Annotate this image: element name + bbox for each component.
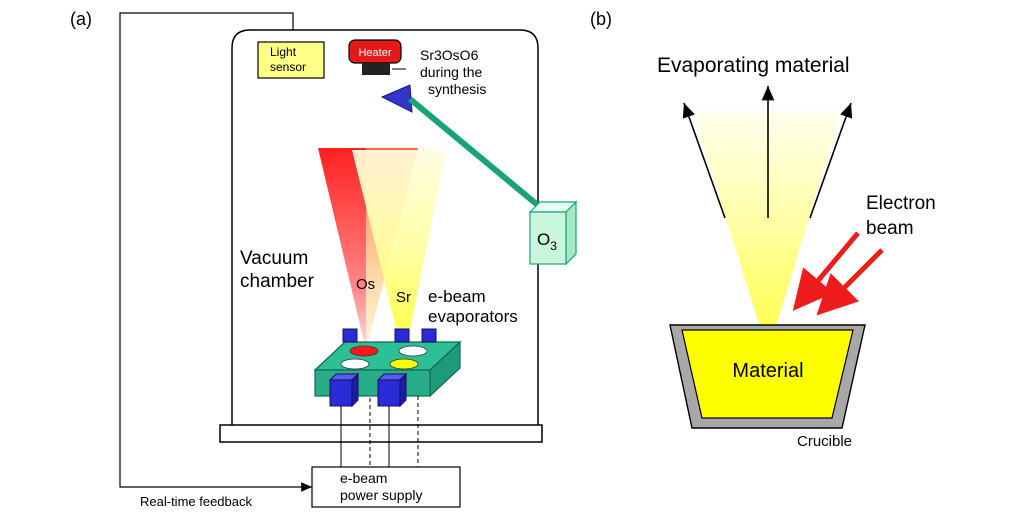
- feedback-loop-line: [119, 12, 312, 492]
- evaporator-cube-back-2: [394, 328, 410, 343]
- heater-label: Heater: [358, 47, 391, 59]
- crucible-label: Crucible: [797, 433, 852, 450]
- sample-holder: [362, 63, 390, 75]
- sr-beam: [352, 150, 446, 360]
- electron-beam-arrow-2: [816, 248, 884, 316]
- panel-b-label: (b): [590, 9, 612, 29]
- power-supply-label-1: e-beam: [340, 470, 387, 486]
- material-label: Material: [732, 360, 803, 382]
- evaporator-cube-back-3: [421, 328, 437, 343]
- os-pocket: [349, 345, 379, 357]
- evaporator-cube-back-1: [342, 328, 358, 343]
- ozone-box: [529, 211, 567, 265]
- evaporators-label-1: e-beam: [428, 287, 486, 306]
- panel-a-label: (a): [70, 9, 92, 29]
- ozone-tube: [408, 96, 542, 210]
- sr-beam-label: Sr: [396, 289, 411, 306]
- cube-left-side: [351, 372, 359, 408]
- power-supply-box: [311, 466, 461, 508]
- evaporator-cube-left: [329, 379, 353, 407]
- sample-caption-1: Sr3OsO6: [420, 47, 479, 63]
- evaporators-label-2: evaporators: [428, 307, 518, 326]
- chamber-base-plate: [219, 424, 543, 443]
- pocket-back-right: [398, 345, 428, 357]
- electron-beam-label-2: beam: [866, 218, 914, 239]
- evaporator-cube-right: [377, 379, 401, 407]
- evaporation-plume: [692, 110, 842, 352]
- light-sensor-label-2: sensor: [270, 60, 306, 74]
- evaporating-material-label: Evaporating material: [657, 54, 850, 77]
- sr-pocket: [389, 358, 419, 370]
- ozone-label: O3: [537, 230, 557, 253]
- power-supply-label-2: power supply: [340, 487, 423, 503]
- material-fill: [681, 329, 854, 419]
- chamber-label-1: Vacuum: [240, 248, 308, 269]
- cube-right-side: [399, 372, 407, 408]
- feedback-label: Real-time feedback: [140, 494, 252, 509]
- plume-arrow-left: [682, 102, 726, 219]
- sample-caption-2: during the: [420, 64, 482, 80]
- os-beam: [318, 148, 366, 350]
- os-beam-label: Os: [356, 276, 375, 293]
- pocket-front-left: [340, 358, 370, 370]
- light-sensor-box: [257, 41, 325, 79]
- sample-caption-3: synthesis: [428, 81, 486, 97]
- ozone-box-side: [565, 200, 577, 266]
- light-sensor-label-1: Light: [270, 45, 297, 59]
- chamber-label-2: chamber: [240, 271, 315, 292]
- electron-beam-label-1: Electron: [866, 193, 936, 214]
- plume-arrow-right: [809, 102, 853, 219]
- electron-beam-arrow-1: [792, 231, 860, 311]
